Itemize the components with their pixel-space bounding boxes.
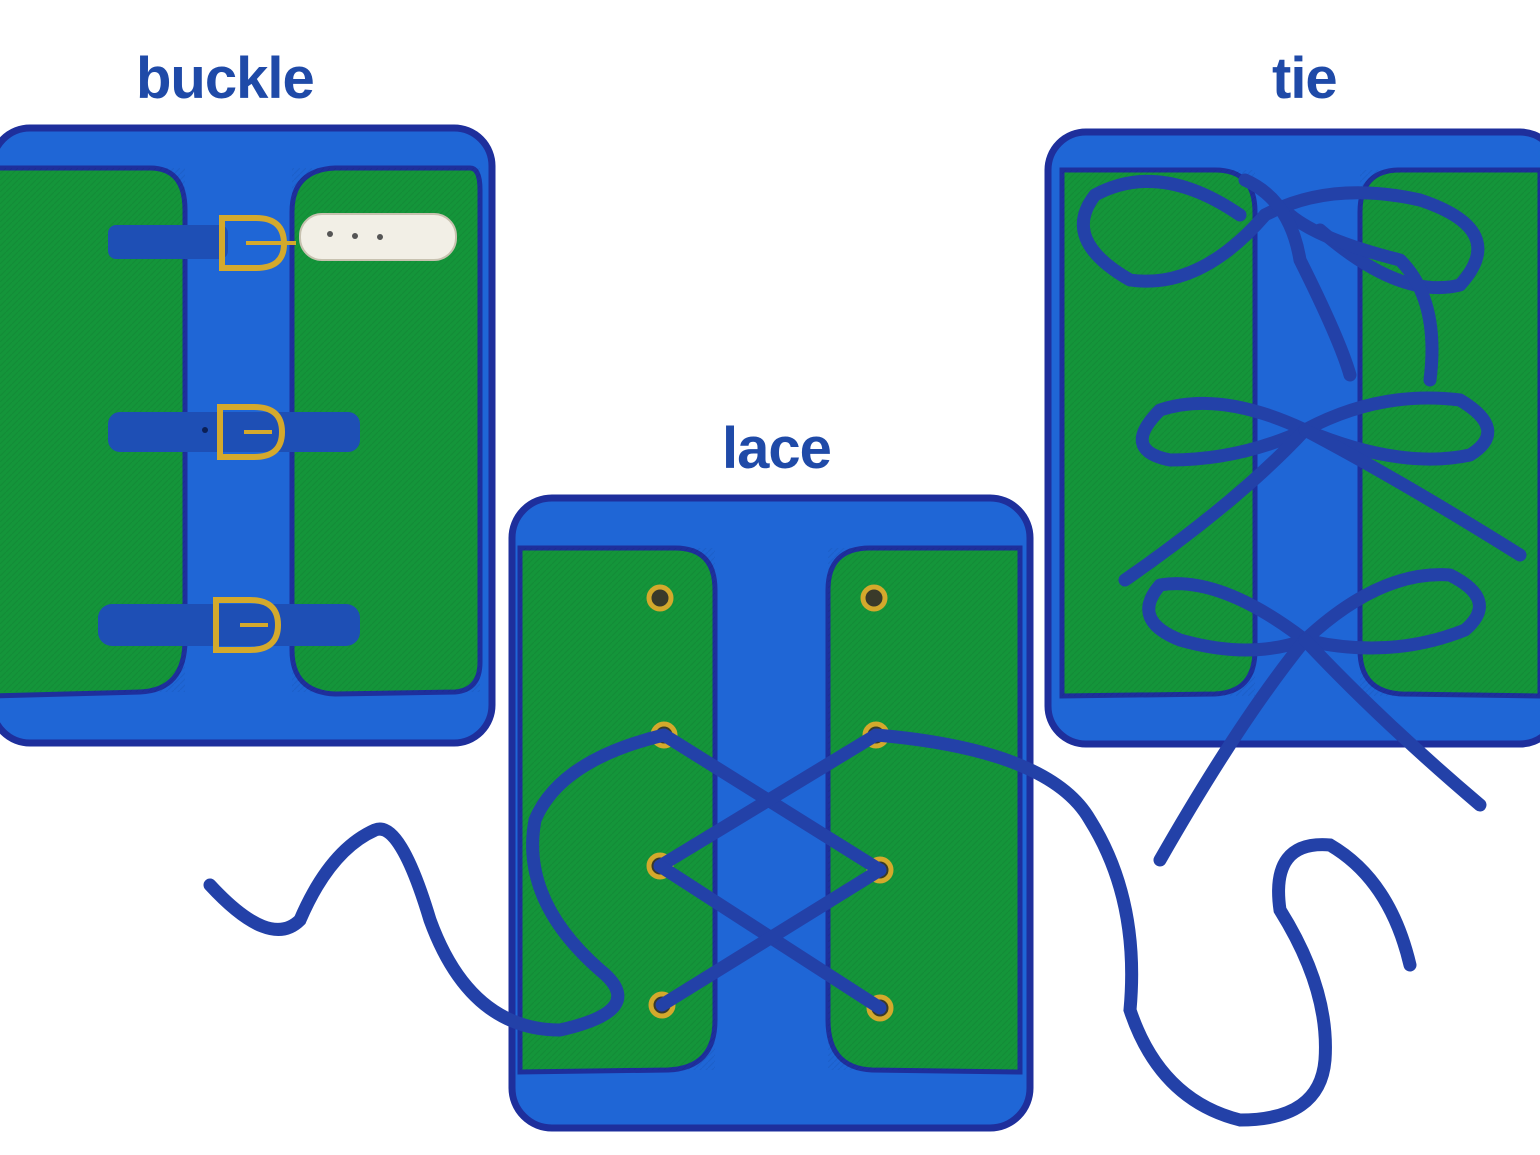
buckle-strap-1[interactable] [108,213,457,271]
eyelet-icon [646,584,674,612]
buckle-icon [213,597,282,653]
eyelet-icon [860,584,888,612]
buckle-strap-2[interactable] [108,404,360,460]
label-lace: lace [722,416,832,481]
buckle-board [0,124,496,747]
label-tie: tie [1272,46,1338,111]
buckle-icon [217,404,286,460]
lace-cord[interactable] [203,728,1417,1127]
buckle-strap-3[interactable] [98,597,360,653]
label-buckle: buckle [136,46,315,111]
tie-bows[interactable] [1076,173,1527,867]
lace-board [203,494,1417,1132]
tie-board [1044,128,1540,867]
